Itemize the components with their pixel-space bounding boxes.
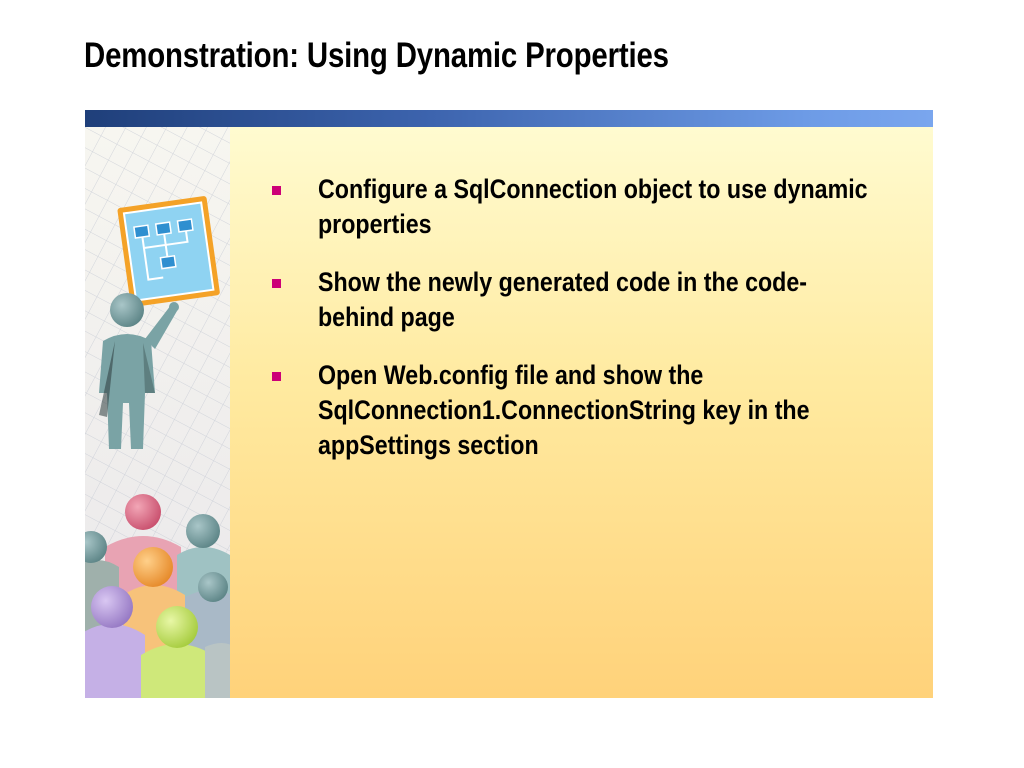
presenter-audience-illustration: [85, 127, 230, 698]
bullet-text: Configure a SqlConnection object to use …: [318, 174, 868, 239]
bullet-text: Show the newly generated code in the cod…: [318, 267, 808, 332]
bullet-item: Open Web.config file and show the SqlCon…: [272, 358, 892, 463]
bullet-item: Show the newly generated code in the cod…: [272, 265, 892, 335]
bullet-list: Configure a SqlConnection object to use …: [272, 172, 892, 486]
bullet-text: Open Web.config file and show the SqlCon…: [318, 360, 810, 460]
presenter-clipart: [85, 127, 230, 698]
bullet-square-icon: [272, 372, 281, 381]
content-panel: Configure a SqlConnection object to use …: [85, 127, 933, 698]
bullet-square-icon: [272, 279, 281, 288]
bullet-square-icon: [272, 186, 281, 195]
title-underline-bar: [85, 110, 933, 127]
bullet-item: Configure a SqlConnection object to use …: [272, 172, 892, 242]
slide-title: Demonstration: Using Dynamic Properties: [84, 36, 669, 75]
